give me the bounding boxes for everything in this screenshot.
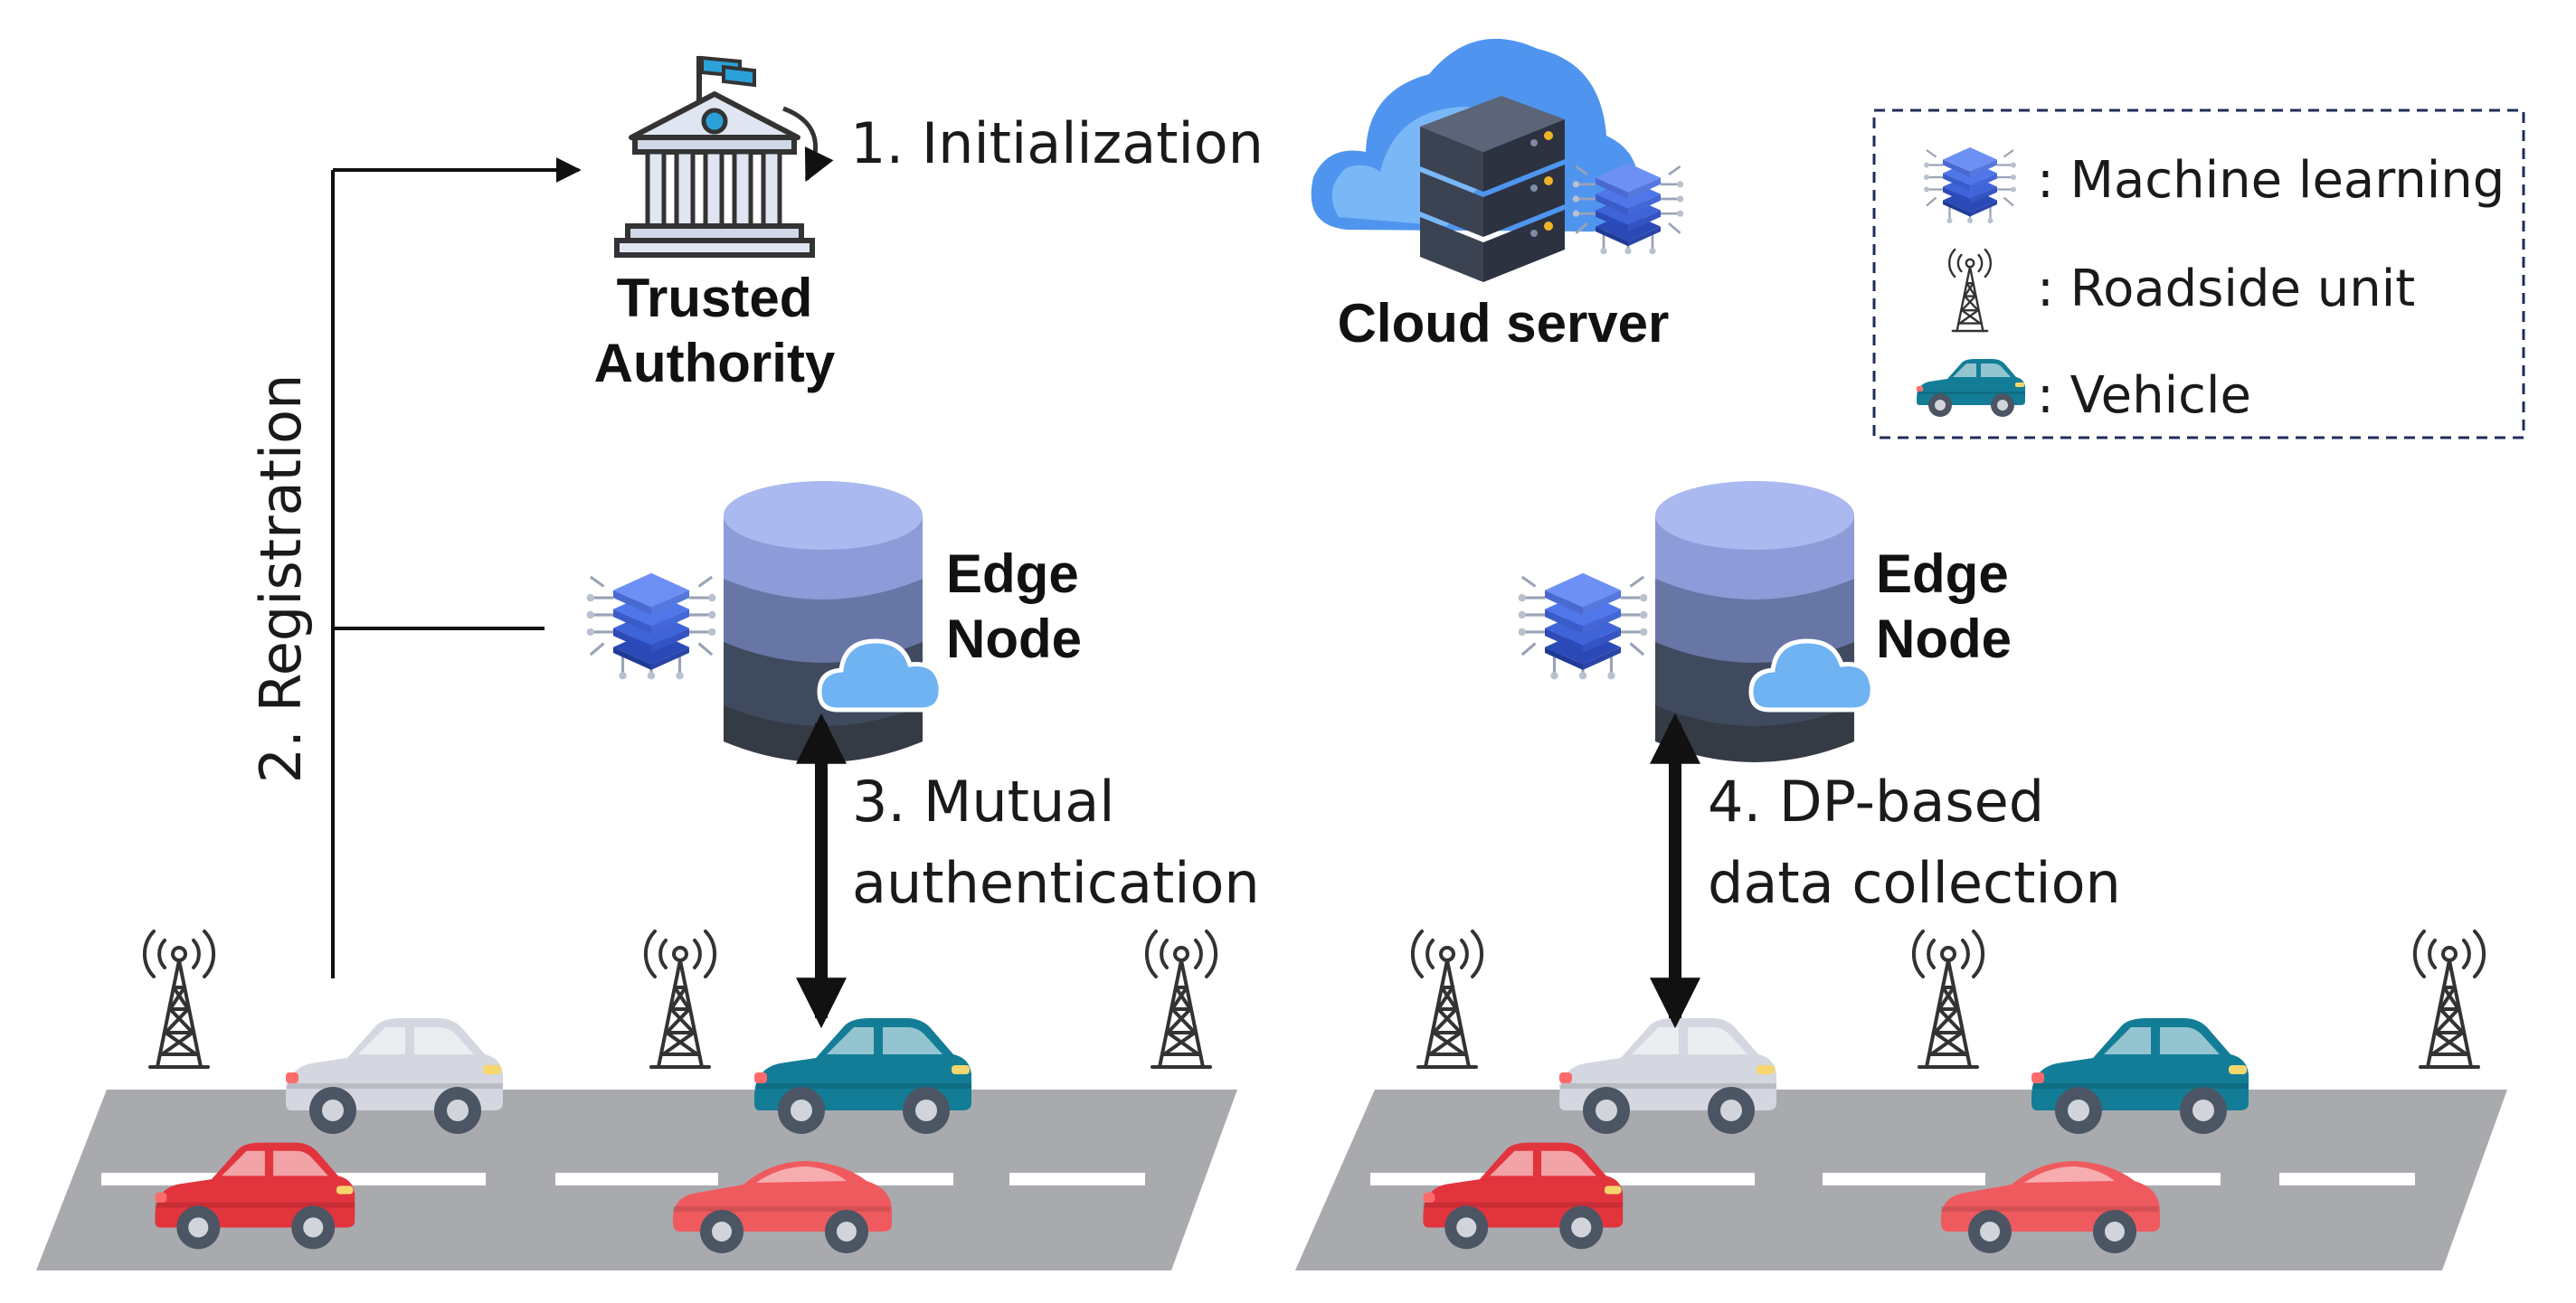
dp-data-collection-label-line2: data collection [1708, 850, 2121, 916]
roadside-unit-icon [643, 930, 717, 1069]
machine-learning-icon [1517, 571, 1649, 681]
edge-node-label-line2: Node [1876, 609, 2012, 669]
initialization-label: 1. Initialization [850, 110, 1264, 176]
database-icon [724, 481, 923, 762]
mutual-authentication-label-line1: 3. Mutual [852, 769, 1114, 835]
edge-node-left: Edge Node [585, 481, 1082, 762]
trusted-authority-icon [614, 55, 834, 258]
database-icon [1655, 481, 1854, 762]
roadside-unit-icon [1144, 930, 1218, 1069]
registration-connector [331, 157, 582, 978]
trusted-authority-label-line1: Trusted [617, 268, 813, 328]
trusted-authority-label-line2: Authority [594, 333, 836, 393]
edge-node-label-line1: Edge [946, 543, 1079, 604]
legend-label-roadside-unit: : Roadside unit [2037, 260, 2415, 318]
registration-label: 2. Registration [248, 374, 314, 784]
machine-learning-icon [585, 571, 717, 681]
roadside-unit-icon [2412, 930, 2486, 1069]
cloud-server-label: Cloud server [1338, 293, 1670, 354]
legend-box: : Machine learning : Roadside unit : Veh… [1872, 109, 2525, 439]
legend-label-machine-learning: : Machine learning [2037, 151, 2505, 210]
edge-node-right: Edge Node [1517, 481, 2012, 762]
roadside-unit-icon [1410, 930, 1484, 1069]
dp-data-collection-label-line1: 4. DP-based [1708, 769, 2044, 835]
roadside-unit-icon [142, 930, 216, 1069]
mutual-authentication-label-line2: authentication [852, 850, 1260, 916]
edge-node-label-line1: Edge [1876, 543, 2009, 604]
roadside-unit-icon [1911, 930, 1985, 1069]
edge-node-label-line2: Node [946, 609, 1082, 669]
cloud-server-icon [1311, 38, 1639, 282]
legend-label-vehicle: : Vehicle [2037, 366, 2251, 425]
